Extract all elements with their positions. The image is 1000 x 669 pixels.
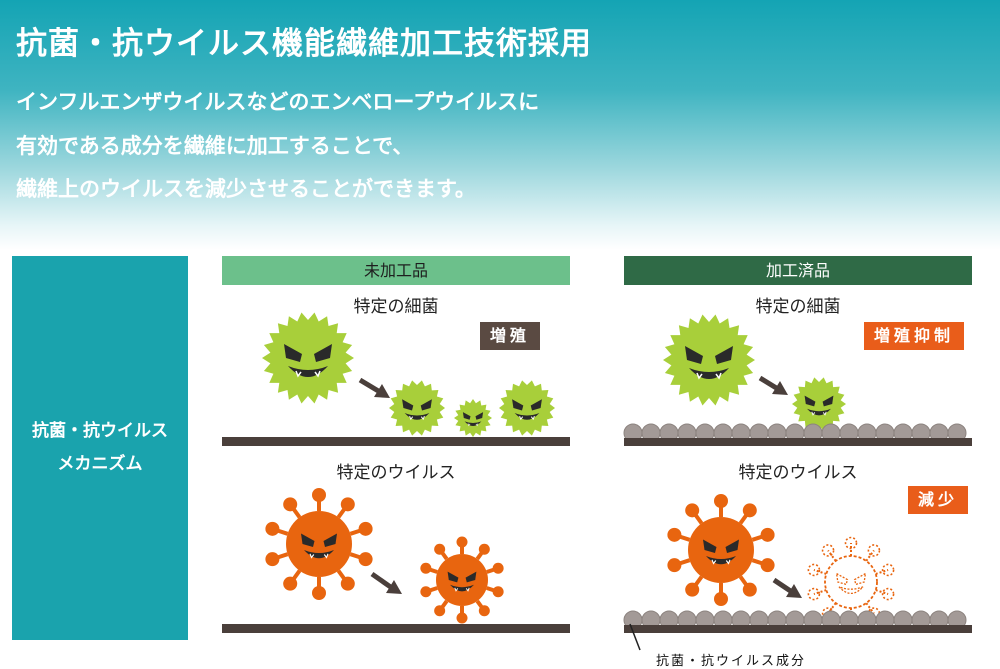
treated-virus-surface-bar <box>624 625 972 633</box>
untreated-virus-surface-bar <box>222 624 570 633</box>
bacteria-icon <box>389 380 445 436</box>
treated-virus-fiber-beads <box>623 610 967 630</box>
bacteria-icon <box>454 399 492 437</box>
bacteria-icon <box>792 377 846 431</box>
side-label-line-1: 抗菌・抗ウイルス <box>32 421 168 441</box>
untreated-virus-label: 特定のウイルス <box>336 463 456 483</box>
component-caption: 抗菌・抗ウイルス成分 <box>656 654 807 669</box>
treated-bacteria-illustration <box>623 314 972 446</box>
page-title: 抗菌・抗ウイルス機能繊維加工技術採用 <box>16 26 592 62</box>
arrow-icon <box>370 571 402 594</box>
arrow-icon <box>358 377 390 398</box>
treated-virus-illustration <box>623 494 972 651</box>
virus-icon <box>420 536 504 624</box>
virus-icon <box>667 494 775 606</box>
arrow-icon <box>758 375 788 395</box>
treated-heading: 加工済品 <box>624 256 972 285</box>
header-banner: 抗菌・抗ウイルス機能繊維加工技術採用 インフルエンザウイルスなどのエンベロープウ… <box>0 0 1000 250</box>
treated-panel: 加工済品 特定の細菌 増殖抑制 特定のウイルス 減少 <box>606 256 990 651</box>
treated-virus-badge: 減少 <box>908 486 969 514</box>
treated-surface-bar <box>624 438 972 446</box>
description-line-1: インフルエンザウイルスなどのエンベロープウイルスに <box>16 90 540 114</box>
bacteria-icon <box>663 314 755 406</box>
treated-virus-label: 特定のウイルス <box>738 463 858 483</box>
description-line-2: 有効である成分を繊維に加工することで、 <box>16 134 414 158</box>
untreated-bacteria-illustration <box>222 312 570 446</box>
bacteria-icon <box>499 380 555 436</box>
untreated-virus-illustration <box>222 488 570 633</box>
untreated-heading: 未加工品 <box>222 256 570 285</box>
untreated-bacteria-label: 特定の細菌 <box>353 297 439 317</box>
mechanism-side-panel: 抗菌・抗ウイルス メカニズム <box>12 256 188 640</box>
untreated-bacteria-badge: 増殖 <box>480 322 541 350</box>
caption-pointer-line <box>629 623 641 651</box>
virus-icon <box>265 488 373 600</box>
untreated-surface-bar <box>222 437 570 446</box>
arrow-icon <box>772 577 802 598</box>
untreated-panel: 未加工品 特定の細菌 増殖 特定のウイルス <box>204 256 588 640</box>
treated-bacteria-label: 特定の細菌 <box>755 297 841 317</box>
description-line-3: 繊維上のウイルスを減少させることができます。 <box>16 177 476 201</box>
treated-bacteria-badge: 増殖抑制 <box>864 322 965 350</box>
treated-fiber-beads <box>623 423 967 443</box>
bacteria-icon <box>262 312 354 404</box>
side-label-line-2: メカニズム <box>57 454 143 474</box>
